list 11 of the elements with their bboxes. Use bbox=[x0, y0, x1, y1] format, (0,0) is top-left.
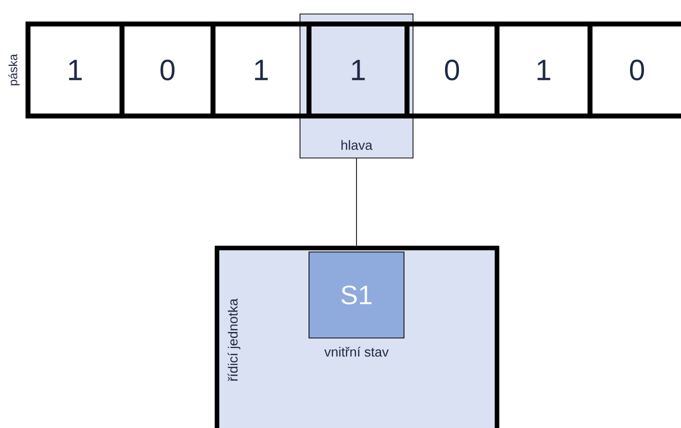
connector-line bbox=[356, 158, 357, 246]
tape-cell: 1 bbox=[306, 22, 410, 118]
tape-cell: 1 bbox=[210, 22, 312, 118]
tape-cell: 0 bbox=[120, 22, 216, 118]
tape-cell: 1 bbox=[26, 22, 124, 118]
state-label: vnitřní stav bbox=[324, 346, 389, 357]
tape-cell: 1 bbox=[494, 22, 592, 118]
tape-cell: 0 bbox=[404, 22, 500, 118]
tape-cell: 0 bbox=[588, 22, 681, 118]
node-label: páska bbox=[8, 54, 20, 86]
state-box: S1 bbox=[308, 252, 404, 338]
